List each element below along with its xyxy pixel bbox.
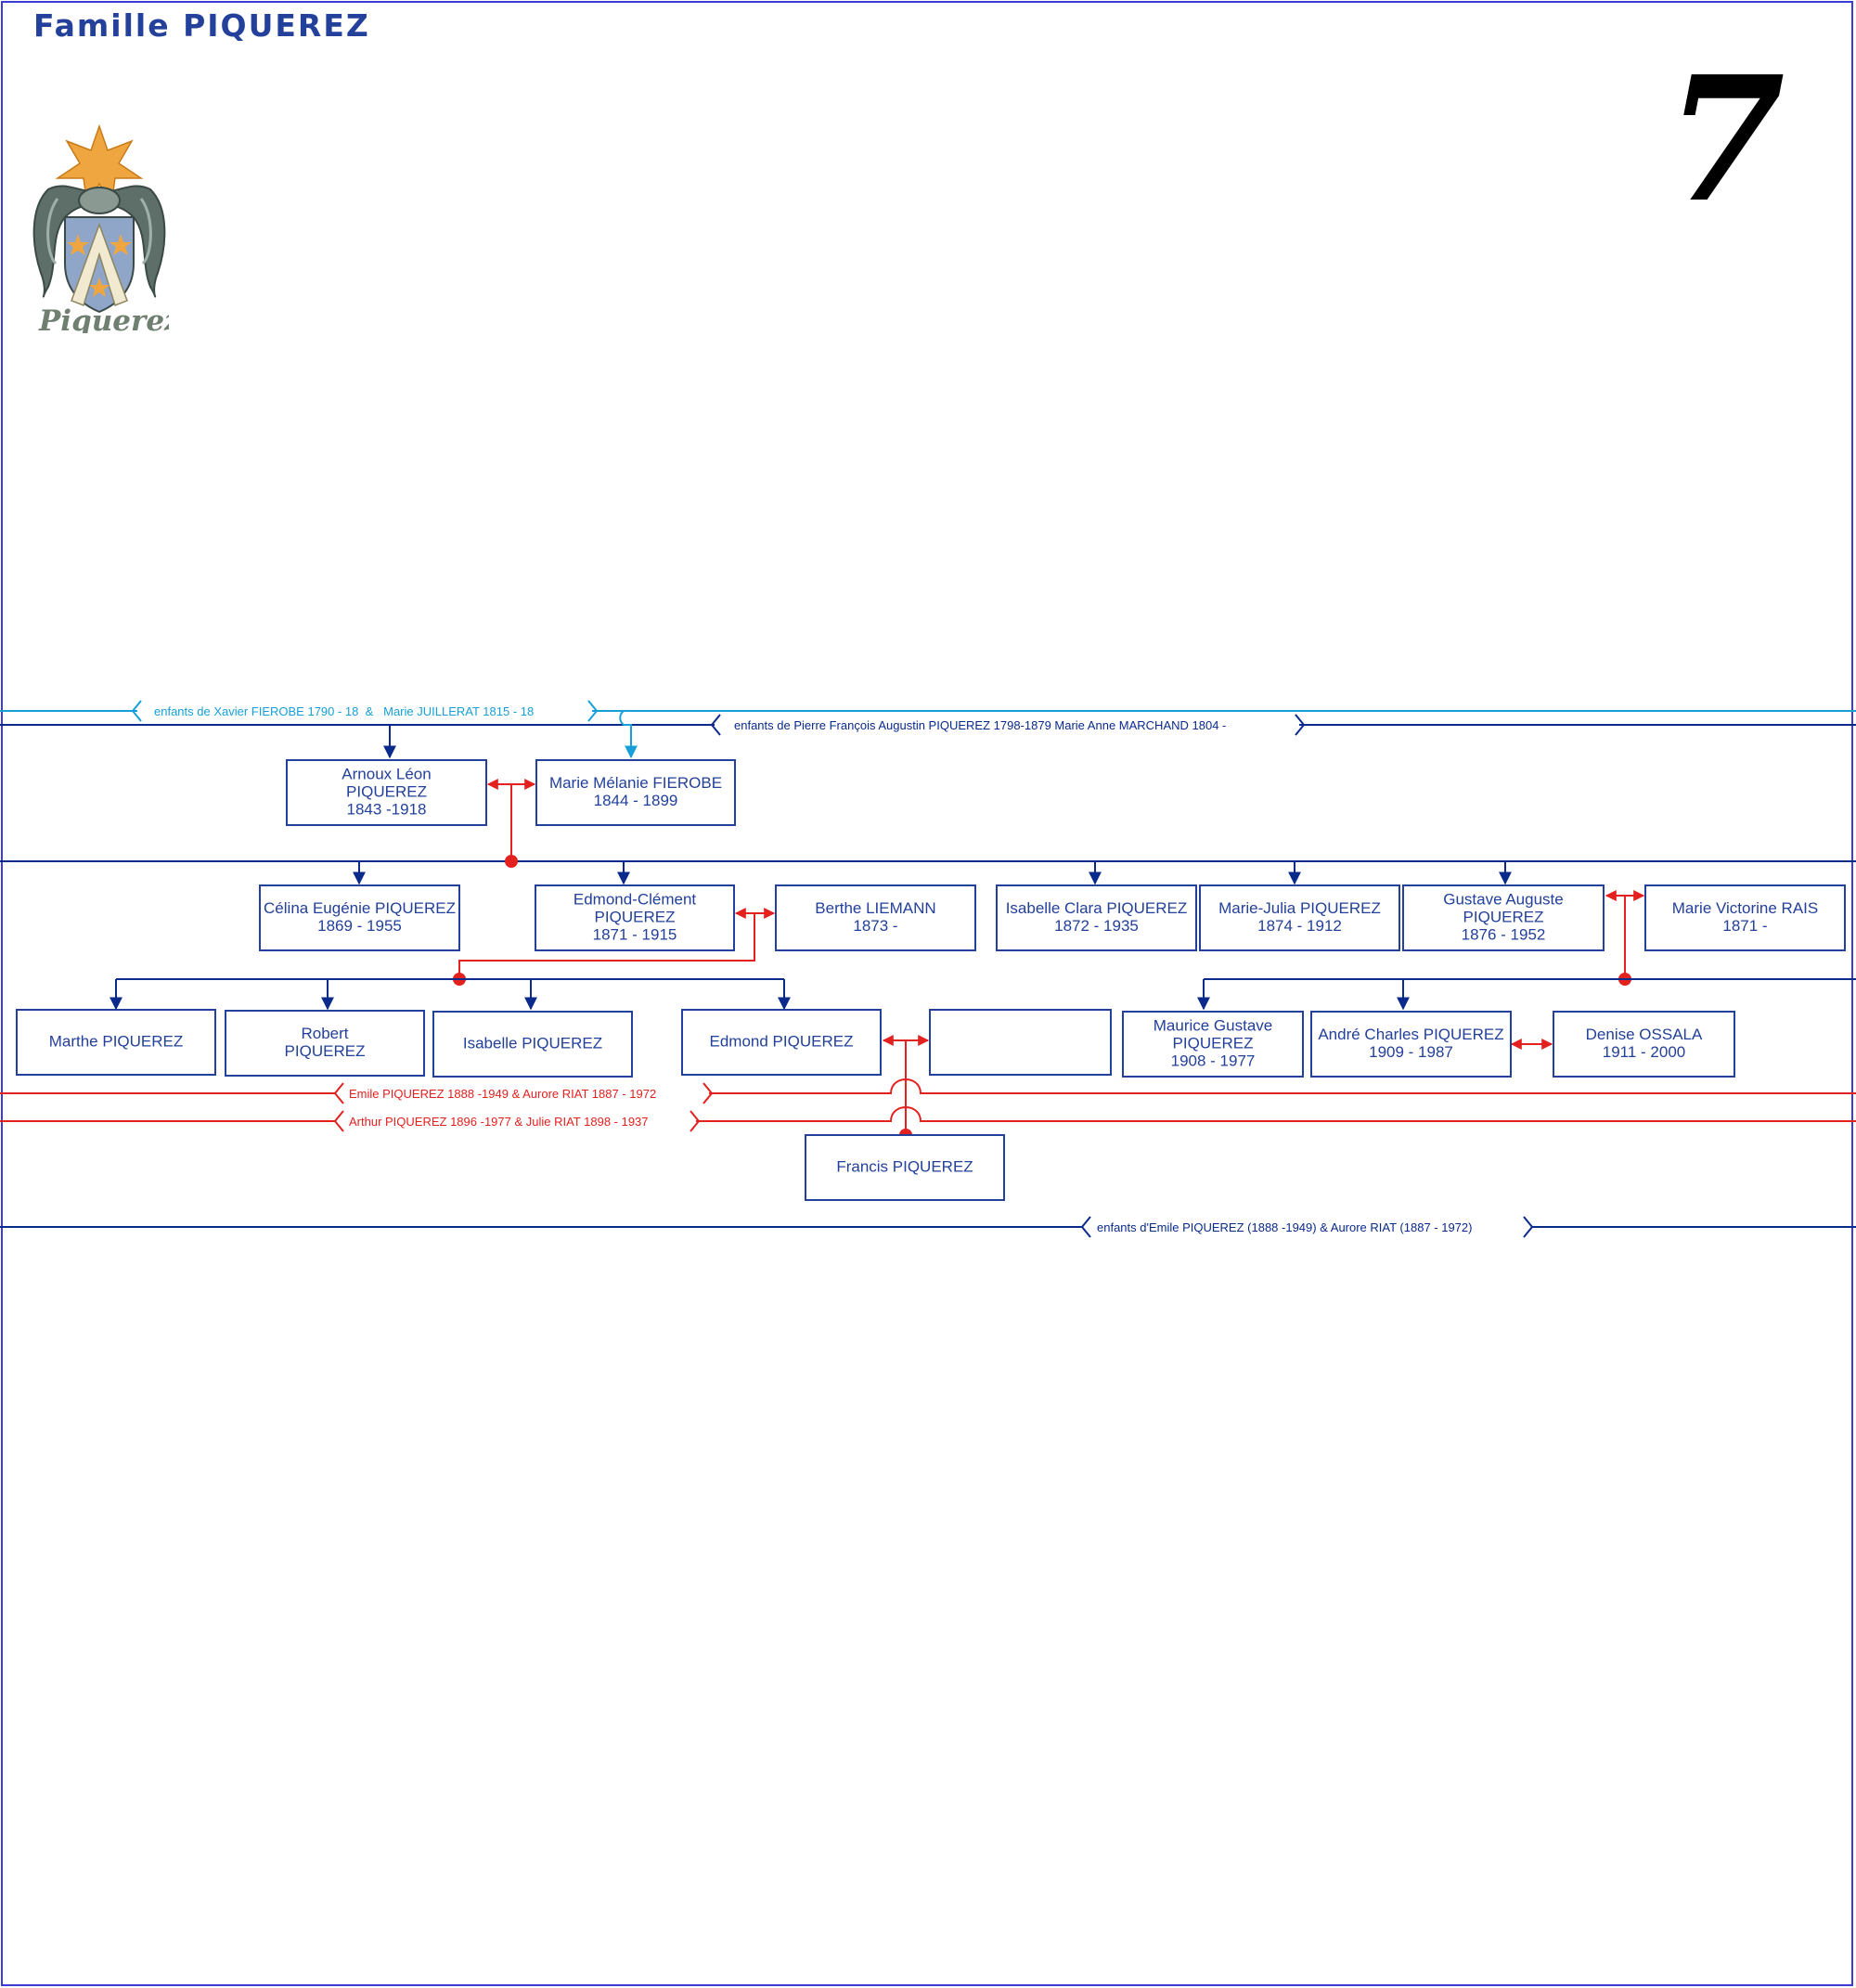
person-name-line: PIQUEREZ — [1173, 1035, 1254, 1052]
marriage-dot — [505, 855, 518, 868]
edmond-clement-children-line — [110, 978, 791, 1011]
emile-children-line: enfants d'Emile PIQUEREZ (1888 -1949) & … — [0, 1216, 1856, 1238]
person-name-line: 1874 - 1912 — [1257, 917, 1342, 935]
person-name-line: Edmond PIQUEREZ — [710, 1033, 854, 1051]
piquerez-children-line: enfants de Pierre François Augustin PIQU… — [0, 714, 1856, 736]
person-name-line: Berthe LIEMANN — [815, 899, 935, 917]
coat-of-arms-icon: Piquerez — [32, 124, 169, 333]
person-name-line: 1872 - 1935 — [1054, 917, 1139, 935]
person-name-line: 1869 - 1955 — [317, 917, 402, 935]
person-name-line: 1844 - 1899 — [594, 792, 678, 809]
person-name-line: PIQUEREZ — [285, 1042, 366, 1060]
arthur-julie-label: Arthur PIQUEREZ 1896 -1977 & Julie RIAT … — [349, 1115, 649, 1129]
person-name-line: PIQUEREZ — [346, 783, 427, 801]
person-name-line: Edmond-Clément — [574, 891, 697, 909]
person-name-line: PIQUEREZ — [595, 909, 676, 926]
gustave-children-line — [1197, 978, 1856, 1011]
fierobe-children-line: enfants de Xavier FIEROBE 1790 - 18 & Ma… — [0, 700, 1856, 722]
person-name-line: 1908 - 1977 — [1171, 1052, 1256, 1070]
person-name-line: Gustave Auguste — [1443, 891, 1563, 909]
person-name-line: Arnoux Léon — [342, 766, 431, 783]
person-box-isabelle: Isabelle PIQUEREZ — [432, 1011, 633, 1078]
person-name-line: Marthe PIQUEREZ — [49, 1033, 184, 1051]
person-name-line: André Charles PIQUEREZ — [1318, 1026, 1503, 1043]
person-box-francis: Francis PIQUEREZ — [805, 1134, 1005, 1201]
person-name-line: Maurice Gustave — [1154, 1017, 1273, 1035]
person-box-marthe: Marthe PIQUEREZ — [16, 1009, 216, 1076]
person-name-line: Célina Eugénie PIQUEREZ — [264, 899, 456, 917]
person-name-line: Denise OSSALA — [1586, 1026, 1703, 1043]
emile-aurore-line: Emile PIQUEREZ 1888 -1949 & Aurore RIAT … — [0, 1078, 1856, 1104]
person-name-line: 1909 - 1987 — [1369, 1043, 1453, 1061]
fierobe-to-melanie-connector — [619, 710, 638, 759]
fierobe-children-label: enfants de Xavier FIEROBE 1790 - 18 & Ma… — [154, 704, 534, 718]
page-title: Famille PIQUEREZ — [33, 7, 370, 44]
person-name-line: Marie-Julia PIQUEREZ — [1218, 899, 1381, 917]
arthur-julie-line: Arthur PIQUEREZ 1896 -1977 & Julie RIAT … — [0, 1106, 1856, 1132]
person-name-line: Marie Mélanie FIEROBE — [549, 774, 722, 792]
person-name-line: 1876 - 1952 — [1462, 926, 1546, 944]
person-name-line: Marie Victorine RAIS — [1672, 899, 1818, 917]
person-name-line: Francis PIQUEREZ — [836, 1158, 973, 1176]
page-number: 7 — [1666, 38, 1785, 240]
emile-aurore-label: Emile PIQUEREZ 1888 -1949 & Aurore RIAT … — [349, 1087, 656, 1101]
emile-children-label: enfants d'Emile PIQUEREZ (1888 -1949) & … — [1097, 1220, 1472, 1234]
person-name-line: 1871 - 1915 — [593, 926, 677, 944]
person-name-line: 1873 - — [853, 917, 897, 935]
person-name-line: PIQUEREZ — [1463, 909, 1544, 926]
person-name-line: Robert — [301, 1025, 348, 1042]
person-name-line: Isabelle Clara PIQUEREZ — [1006, 899, 1188, 917]
piquerez-children-label: enfants de Pierre François Augustin PIQU… — [734, 718, 1226, 732]
person-name-line: Isabelle PIQUEREZ — [463, 1035, 602, 1052]
person-name-line: 1871 - — [1722, 917, 1767, 935]
star-icon — [55, 124, 144, 207]
person-box-edmond-spouse — [929, 1009, 1112, 1076]
person-name-line: 1843 -1918 — [346, 801, 426, 819]
crest-label: Piquerez — [38, 304, 169, 333]
gen2-connectors — [353, 861, 1512, 885]
person-box-edmond: Edmond PIQUEREZ — [681, 1009, 882, 1076]
person-name-line: 1911 - 2000 — [1603, 1043, 1685, 1061]
